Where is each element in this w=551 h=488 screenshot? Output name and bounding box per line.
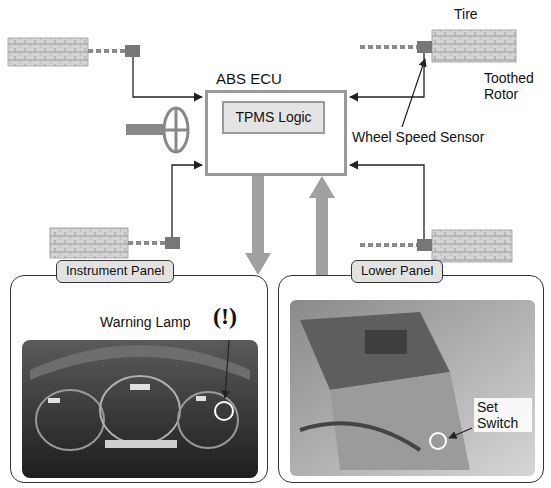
part-label: Set Switch [474, 398, 532, 432]
box-heading: ABS ECU [216, 70, 282, 87]
tire [8, 38, 88, 66]
box-heading: Instrument Panel [56, 260, 174, 283]
logic-box: TPMS Logic [222, 101, 325, 134]
tire [432, 230, 512, 262]
instrument-cluster-photo [22, 340, 258, 478]
signal-arrow [316, 198, 328, 275]
part-label: Wheel Speed Sensor [352, 129, 484, 145]
part-label: Toothed Rotor [484, 70, 548, 102]
lower-panel-photo [290, 300, 535, 476]
steering-shaft [126, 124, 164, 135]
part-label: Tire [454, 6, 478, 22]
warning-symbol: (!) [213, 303, 237, 331]
wheel-speed-sensor [417, 41, 432, 53]
part-label: Warning Lamp [100, 314, 191, 330]
signal-line [172, 165, 202, 237]
steering-wheel [164, 108, 188, 152]
leader-line [449, 428, 472, 438]
box-text: TPMS Logic [235, 109, 311, 125]
wheel-speed-sensor [417, 239, 432, 251]
axle [360, 243, 417, 247]
wheel-speed-sensor [125, 45, 140, 57]
ecu-box: ABS ECUTPMS Logic [205, 90, 347, 176]
tire [50, 228, 128, 258]
leader-line [402, 59, 425, 127]
signal-line [350, 165, 424, 239]
panel-region: Lower Panel [278, 275, 544, 483]
axle [128, 241, 165, 245]
steering-wheel [164, 129, 188, 132]
signal-line [133, 57, 202, 97]
wheel-speed-sensor [165, 237, 180, 249]
box-heading: Lower Panel [351, 260, 443, 283]
axle [88, 49, 125, 53]
signal-line [350, 53, 424, 97]
tire [432, 30, 516, 62]
signal-arrow [252, 176, 264, 253]
axle [360, 45, 418, 49]
leader-line [225, 340, 229, 398]
